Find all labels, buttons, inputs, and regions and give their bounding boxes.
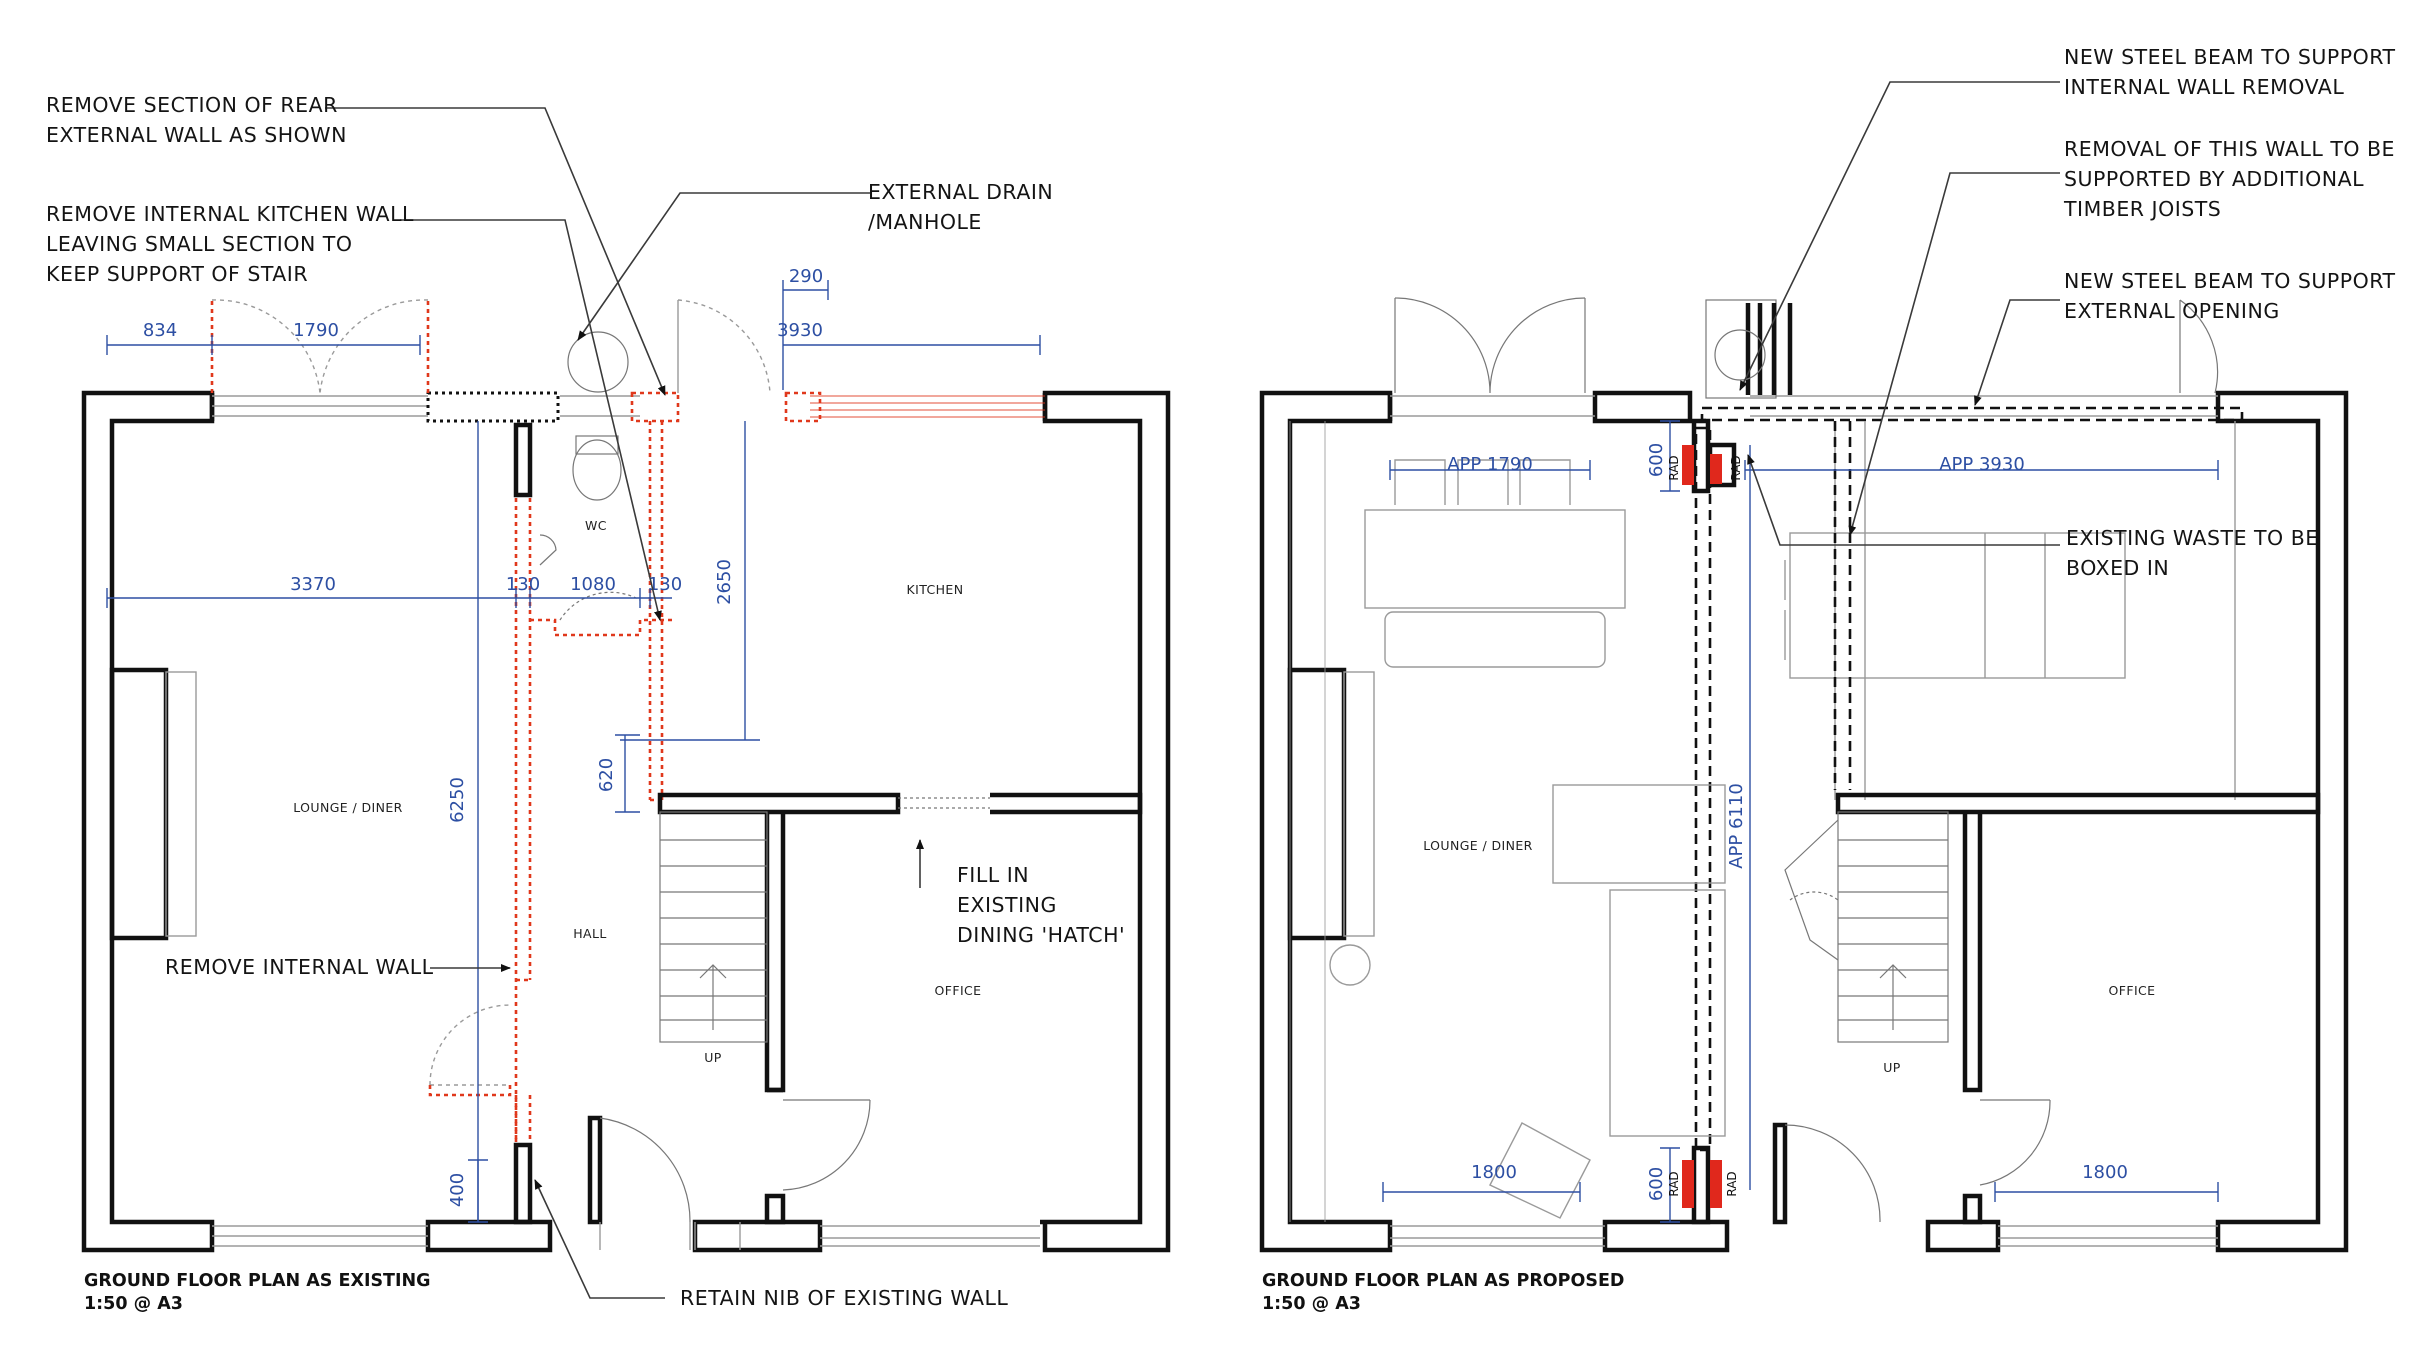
note-removal-1: REMOVAL OF THIS WALL TO BE xyxy=(2064,137,2395,161)
dim-400: 400 xyxy=(447,1173,468,1207)
note-waste-2: BOXED IN xyxy=(2066,556,2169,580)
dim-620: 620 xyxy=(596,758,617,792)
dim-834: 834 xyxy=(143,320,177,341)
proposed-title: GROUND FLOOR PLAN AS PROPOSED xyxy=(1262,1271,1624,1291)
dim-290: 290 xyxy=(789,266,823,287)
note-beam-ext-2: EXTERNAL OPENING xyxy=(2064,299,2280,323)
radiator-icon xyxy=(1682,1160,1694,1208)
dim-6250: 6250 xyxy=(447,777,468,823)
existing-plan xyxy=(81,299,1171,1253)
note-kitchen-wall-3: KEEP SUPPORT OF STAIR xyxy=(46,262,308,286)
existing-chimney-breast xyxy=(109,667,169,941)
note-hatch-3: DINING 'HATCH' xyxy=(957,923,1125,947)
existing-notes: REMOVE SECTION OF REAR EXTERNAL WALL AS … xyxy=(46,93,1125,1310)
note-hatch-2: EXISTING xyxy=(957,893,1057,917)
existing-rear-wall-removal xyxy=(426,391,560,423)
note-rear-wall-1: REMOVE SECTION OF REAR xyxy=(46,93,338,117)
existing-room-labels: LOUNGE / DINER WC KITCHEN HALL OFFICE UP xyxy=(293,518,981,1065)
existing-dimensions xyxy=(106,280,1041,1223)
room-office-proposed: OFFICE xyxy=(2109,983,2156,998)
dim-600-a: 600 xyxy=(1646,443,1667,477)
dim-1790: 1790 xyxy=(293,320,339,341)
kitchen-units xyxy=(1784,421,2236,800)
internal-steel-beam xyxy=(1694,426,1712,1152)
proposed-chimney-breast xyxy=(1287,667,1347,941)
note-waste-1: EXISTING WASTE TO BE xyxy=(2066,526,2319,550)
note-drain-2: /MANHOLE xyxy=(868,210,982,234)
dim-app-6110: APP 6110 xyxy=(1726,783,1747,869)
radiator-icon xyxy=(1682,445,1694,485)
note-nib: RETAIN NIB OF EXISTING WALL xyxy=(680,1286,1008,1310)
dim-2650: 2650 xyxy=(714,559,735,605)
dim-1080: 1080 xyxy=(570,574,616,595)
note-removal-3: TIMBER JOISTS xyxy=(2063,197,2221,221)
dim-3370: 3370 xyxy=(290,574,336,595)
external-steel-beam xyxy=(1700,406,2244,422)
existing-outer-walls xyxy=(81,390,1171,1253)
note-rear-wall-2: EXTERNAL WALL AS SHOWN xyxy=(46,123,347,147)
note-removal-2: SUPPORTED BY ADDITIONAL xyxy=(2064,167,2364,191)
note-beam-int-1: NEW STEEL BEAM TO SUPPORT xyxy=(2064,45,2396,69)
manhole-icon xyxy=(567,331,629,393)
stair-up: UP xyxy=(704,1050,722,1065)
proposed-dimensions xyxy=(1382,420,2219,1223)
proposed-notes: NEW STEEL BEAM TO SUPPORT INTERNAL WALL … xyxy=(2063,45,2396,580)
room-office: OFFICE xyxy=(935,983,982,998)
existing-title: GROUND FLOOR PLAN AS EXISTING xyxy=(84,1271,431,1291)
dim-1800-b: 1800 xyxy=(2082,1162,2128,1183)
room-wc: WC xyxy=(585,518,607,533)
dim-130-b: 130 xyxy=(648,574,682,595)
proposed-leaders xyxy=(1739,81,2060,546)
existing-leaders xyxy=(325,107,924,1299)
note-hatch-1: FILL IN xyxy=(957,863,1029,887)
dim-app-3930: APP 3930 xyxy=(1939,454,2025,475)
dim-3930: 3930 xyxy=(777,320,823,341)
note-kitchen-wall-1: REMOVE INTERNAL KITCHEN WALL xyxy=(46,202,414,226)
note-drain-1: EXTERNAL DRAIN xyxy=(868,180,1053,204)
rad-label: RAD xyxy=(1667,1171,1681,1196)
room-kitchen: KITCHEN xyxy=(907,582,964,597)
rad-label: RAD xyxy=(1725,1171,1739,1196)
stair-up-proposed: UP xyxy=(1883,1060,1901,1075)
dim-1800-a: 1800 xyxy=(1471,1162,1517,1183)
existing-scale: 1:50 @ A3 xyxy=(84,1294,183,1314)
proposed-room-labels: LOUNGE / DINER OFFICE UP xyxy=(1423,838,2155,1075)
existing-nib-bottom xyxy=(513,1142,533,1225)
proposed-stairs xyxy=(1837,811,1949,1043)
radiator-icon xyxy=(1710,454,1722,484)
radiator-icon xyxy=(1710,1160,1722,1208)
room-lounge: LOUNGE / DINER xyxy=(293,800,402,815)
room-lounge-proposed: LOUNGE / DINER xyxy=(1423,838,1532,853)
room-hall: HALL xyxy=(573,926,606,941)
proposed-plan xyxy=(1259,297,2349,1253)
note-beam-ext-1: NEW STEEL BEAM TO SUPPORT xyxy=(2064,269,2396,293)
rad-label: RAD xyxy=(1729,455,1743,480)
existing-stairs xyxy=(659,811,768,1043)
existing-dim-labels: 834 1790 290 3930 3370 130 1080 130 2650… xyxy=(143,266,823,1207)
proposed-dim-labels: APP 1790 APP 3930 600 600 APP 6110 1800 … xyxy=(1447,443,2128,1201)
dim-app-1790: APP 1790 xyxy=(1447,454,1533,475)
dim-130-a: 130 xyxy=(506,574,540,595)
note-remove-internal: REMOVE INTERNAL WALL xyxy=(165,955,434,979)
radiator-labels: RAD RAD RAD RAD xyxy=(1667,455,1743,1196)
existing-nib-top xyxy=(513,422,533,498)
note-kitchen-wall-2: LEAVING SMALL SECTION TO xyxy=(46,232,352,256)
proposed-outer-walls xyxy=(1259,390,2349,1253)
note-beam-int-2: INTERNAL WALL REMOVAL xyxy=(2064,75,2344,99)
dining-table-set xyxy=(1364,459,1626,668)
proposed-scale: 1:50 @ A3 xyxy=(1262,1294,1361,1314)
rad-label: RAD xyxy=(1667,455,1681,480)
dim-600-b: 600 xyxy=(1646,1167,1667,1201)
